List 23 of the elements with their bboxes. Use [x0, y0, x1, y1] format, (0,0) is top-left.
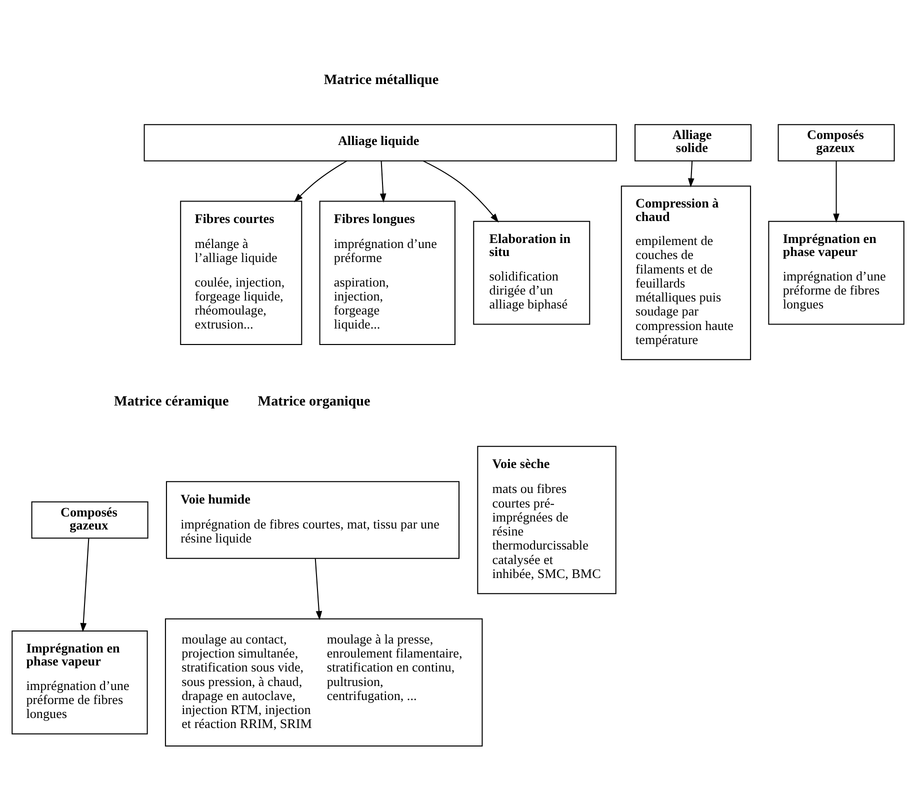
- arrow: [380, 160, 386, 203]
- arrow: [314, 558, 322, 620]
- arrow: [294, 160, 348, 202]
- label: Matrice céramique: [114, 394, 229, 410]
- node-box: Elaboration in situ solidification dirigée d’un alliage biphasé: [473, 220, 590, 325]
- node-box: Composés gazeux: [778, 124, 895, 162]
- node-box: Voie sèche mats ou fibres courtes pré-imprégnées de résine thermodurcissable catalysée et inhibée, SMC, BMC: [477, 446, 616, 594]
- label: Matrice métallique: [324, 72, 439, 88]
- node-box: Imprégnation en phase vapeur imprégnation d’une préforme de fibres longues: [768, 220, 904, 325]
- node-box: Fibres longues imprégnation d’une préforme aspiration, injection, forgeage liquide...: [319, 200, 456, 345]
- label: Matrice organique: [258, 394, 370, 410]
- node-box: Fibres courtes mélange à l’alliage liquide coulée, injection, forgeage liquide, rhéomoulage, extrusion...: [180, 200, 302, 345]
- node-box: Compression à chaud empilement de couches de filaments et de feuillards métalliques puis soudage par compression haute température: [620, 186, 752, 360]
- node-box: Voie humide imprégnation de fibres courtes, mat, tissu par une résine liquide: [166, 481, 460, 559]
- node-box: Imprégnation en phase vapeur imprégnation d’une préforme de fibres longues: [12, 630, 148, 734]
- arrow: [688, 160, 694, 188]
- arrow: [80, 538, 90, 632]
- node-box: Composés gazeux: [31, 501, 148, 539]
- arrow: [423, 160, 499, 223]
- node-box: moulage au contact, projection simultanée, stratification sous vide, sous pression, à chaud, drapage en autoclave, injection RTM, injection et réaction RRIM, SRIM moulage à la presse, enroulement filamentaire, stratification en continu, pultrusion, centrifugation, ...: [164, 618, 483, 746]
- arrow: [833, 161, 840, 223]
- node-box: Alliage liquide: [144, 124, 617, 162]
- node-box: Alliage solide: [634, 124, 752, 162]
